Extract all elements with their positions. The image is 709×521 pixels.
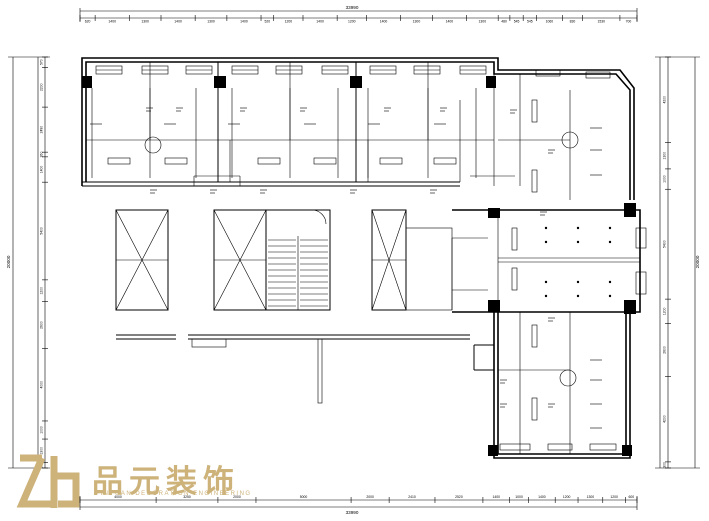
- bottom-dim-5: 2410: [408, 495, 416, 499]
- left-dim-5: 5400: [40, 227, 44, 235]
- bottom-dim-9: 1400: [538, 495, 546, 499]
- light-dot-5: [608, 240, 612, 244]
- top-dim-17: 1060: [546, 20, 554, 24]
- top-dim-5: 1400: [240, 20, 248, 24]
- brand-name: 品元装饰: [92, 464, 240, 500]
- top-dim-7: 1200: [285, 20, 293, 24]
- light-dot-10: [576, 294, 580, 298]
- top-dim-20: 700: [626, 20, 632, 24]
- top-dim-2: 1300: [141, 20, 149, 24]
- top-dim-12: 1400: [446, 20, 454, 24]
- top-windows: [95, 65, 611, 79]
- top-dim-18: 830: [570, 20, 576, 24]
- right-dimension-chain: 20000 4200 1300 1000 5400 1200 2600 4200 300: [655, 56, 700, 469]
- light-dot-2: [608, 226, 612, 230]
- top-dim-9: 1200: [348, 20, 356, 24]
- right-dim-7: 300: [663, 462, 667, 468]
- left-dimension-chain: 20000 570 2200 2490 260 1400 5400 1200 2600 4000…: [6, 56, 50, 469]
- top-dim-13: 1300: [479, 20, 487, 24]
- top-dim-3: 1400: [174, 20, 182, 24]
- top-dim-10: 1400: [380, 20, 388, 24]
- top-dim-16: 545: [527, 20, 533, 24]
- light-dot-11: [608, 294, 612, 298]
- brand-logo-icon: [16, 454, 80, 508]
- left-dim-2: 2490: [40, 126, 44, 134]
- right-dim-0: 4200: [663, 96, 667, 104]
- top-dim-0: 620: [85, 20, 91, 24]
- ceiling-fixtures: [90, 88, 602, 429]
- bottom-dim-6: 2520: [455, 495, 463, 499]
- corridor-walls: [116, 210, 647, 404]
- left-dim-4: 1400: [40, 166, 44, 174]
- right-dim-2: 1000: [663, 175, 667, 183]
- bottom-dim-3: 5000: [300, 495, 308, 499]
- top-dim-1: 1400: [108, 20, 116, 24]
- round-columns: [144, 131, 579, 387]
- corridor-lights: [544, 226, 612, 298]
- brand-tagline: PINYUAN DECORATION ENGINEERING: [95, 491, 252, 497]
- overall-bottom-dimension: 33990: [346, 510, 359, 515]
- light-dot-3: [544, 240, 548, 244]
- overall-top-dimension: 33990: [346, 5, 359, 10]
- right-overall-dimension: 20000: [695, 255, 700, 268]
- right-dim-6: 4200: [663, 415, 667, 423]
- left-overall-dimension: 20000: [6, 255, 11, 268]
- top-dim-4: 1300: [207, 20, 215, 24]
- bottom-dim-2: 2000: [233, 495, 241, 499]
- light-dot-9: [544, 294, 548, 298]
- window-east-0: [535, 69, 561, 77]
- bottom-dim-8: 1000: [515, 495, 523, 499]
- light-dot-8: [608, 280, 612, 284]
- top-wing-partitions: [86, 62, 571, 200]
- top-dim-8: 1400: [316, 20, 324, 24]
- top-dim-15: 545: [514, 20, 520, 24]
- left-dim-1: 2200: [40, 83, 44, 91]
- bottom-dim-1: 3250: [183, 495, 191, 499]
- right-dim-3: 5400: [663, 240, 667, 248]
- right-dim-5: 2600: [663, 346, 667, 354]
- stairwell: [265, 209, 331, 311]
- top-dim-19: 1530: [597, 20, 605, 24]
- light-dot-7: [576, 280, 580, 284]
- bottom-dim-11: 1300: [587, 495, 595, 499]
- right-dim-1: 1300: [663, 152, 667, 160]
- left-dim-9: 1000: [40, 426, 44, 434]
- elevator-shafts: [115, 209, 453, 311]
- light-dot-1: [576, 226, 580, 230]
- bottom-dim-0: 4000: [114, 495, 122, 499]
- left-dim-0: 570: [40, 59, 44, 65]
- top-dim-6: 520: [265, 20, 271, 24]
- right-dim-4: 1200: [663, 307, 667, 315]
- window-east-1: [585, 71, 611, 79]
- left-dim-3: 260: [40, 152, 44, 158]
- bottom-dim-7: 1400: [492, 495, 500, 499]
- top-dimension-chain: 33990 620 1400 1300 1400 1300 1400 520 1200 1400…: [79, 5, 638, 24]
- left-dim-8: 4000: [40, 381, 44, 389]
- top-dim-11: 1300: [413, 20, 421, 24]
- left-dim-7: 2600: [40, 321, 44, 329]
- bottom-dim-13: 600: [628, 495, 634, 499]
- left-dim-6: 1200: [40, 287, 44, 295]
- top-dim-14: 480: [501, 20, 507, 24]
- left-dim-10: 1300: [40, 447, 44, 455]
- lower-wing-partitions: [498, 312, 617, 454]
- bottom-dim-4: 2000: [366, 495, 374, 499]
- bottom-dim-12: 1200: [610, 495, 618, 499]
- annotation-marks: [146, 107, 555, 408]
- radiators: [107, 99, 538, 421]
- light-dot-0: [544, 226, 548, 230]
- structural-columns: [82, 76, 636, 456]
- light-dot-6: [544, 280, 548, 284]
- bottom-dim-10: 1200: [563, 495, 571, 499]
- light-dot-4: [576, 240, 580, 244]
- bottom-dimension-chain: 33990 4000 3250 2000 5000 2000 2410 2520 1400 10…: [79, 495, 638, 515]
